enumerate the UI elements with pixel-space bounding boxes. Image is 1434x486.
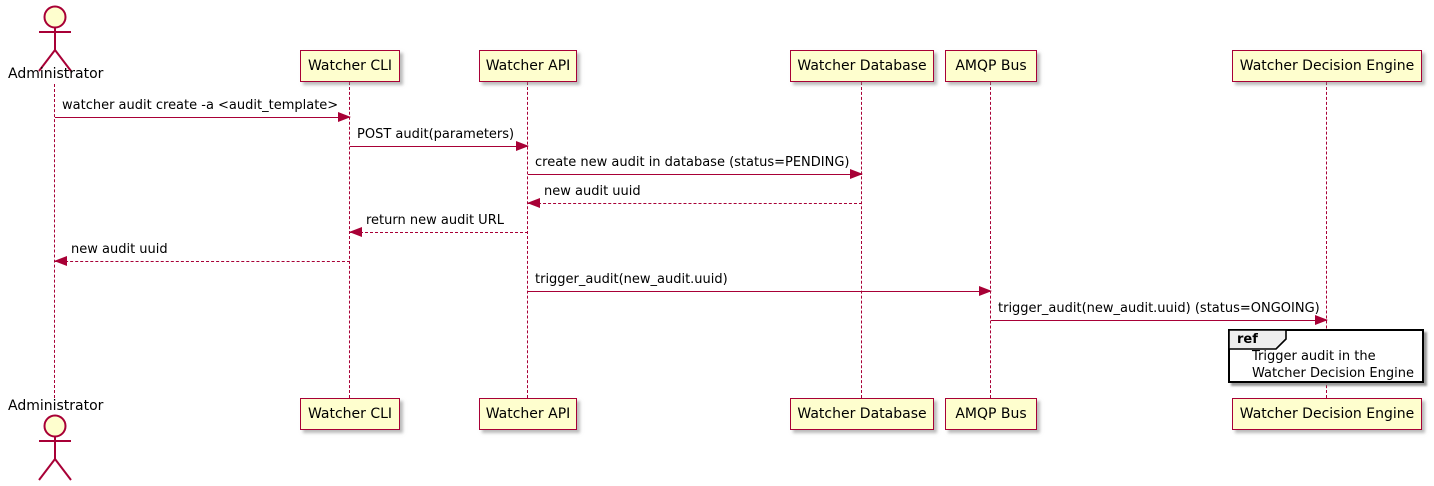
- message-new-audit-uuid-to-admin: new audit uuid: [54, 241, 350, 266]
- message-watcher-audit-create: watcher audit create -a <audit_template>: [55, 97, 351, 122]
- participant-label: Watcher API: [485, 406, 571, 422]
- arrowhead-right-icon: [338, 111, 351, 122]
- participant-label: Watcher Decision Engine: [1239, 406, 1415, 422]
- message-create-new-audit: create new audit in database (status=PEN…: [528, 154, 863, 179]
- message-post-audit: POST audit(parameters): [350, 126, 529, 151]
- lifeline-amqp-bus: [990, 82, 991, 398]
- ref-fragment: ref Trigger audit in the Watcher Decisio…: [1228, 329, 1424, 383]
- message-label: POST audit(parameters): [357, 127, 515, 142]
- message-label: create new audit in database (status=PEN…: [535, 155, 850, 170]
- arrowhead-left-icon: [54, 255, 67, 266]
- message-label: watcher audit create -a <audit_template>: [62, 98, 339, 113]
- arrowhead-right-icon: [850, 168, 863, 179]
- arrowhead-right-icon: [516, 140, 529, 151]
- arrowhead-left-icon: [349, 226, 362, 237]
- participant-label: AMQP Bus: [955, 406, 1027, 422]
- participant-label: AMQP Bus: [955, 58, 1027, 74]
- actor-label: Administrator: [8, 66, 104, 82]
- arrowhead-left-icon: [527, 197, 540, 208]
- participant-watcher-decision-engine-bottom: Watcher Decision Engine: [1232, 398, 1422, 430]
- participant-label: Watcher API: [485, 58, 571, 74]
- ref-keyword: ref: [1237, 332, 1258, 347]
- participant-amqp-bus-bottom: AMQP Bus: [945, 398, 1037, 430]
- lifeline-administrator: [54, 84, 55, 398]
- lifeline-watcher-database: [861, 82, 862, 398]
- message-label: return new audit URL: [366, 213, 504, 228]
- ref-label: Trigger audit in the Watcher Decision En…: [1252, 348, 1414, 382]
- participant-label: Watcher Decision Engine: [1239, 58, 1415, 74]
- lifeline-watcher-api: [527, 82, 528, 398]
- participant-watcher-cli-top: Watcher CLI: [300, 50, 400, 82]
- message-trigger-audit-ongoing: trigger_audit(new_audit.uuid) (status=ON…: [991, 300, 1328, 325]
- message-label: trigger_audit(new_audit.uuid): [535, 272, 728, 287]
- participant-label: Watcher CLI: [307, 406, 393, 422]
- participant-label: Watcher Database: [797, 58, 927, 74]
- participant-watcher-decision-engine-top: Watcher Decision Engine: [1232, 50, 1422, 82]
- participant-watcher-api-bottom: Watcher API: [479, 398, 577, 430]
- lifeline-watcher-cli: [349, 82, 350, 398]
- participant-watcher-database-bottom: Watcher Database: [790, 398, 934, 430]
- message-label: new audit uuid: [544, 184, 641, 199]
- ref-label-line-1: Trigger audit in the: [1252, 349, 1376, 364]
- ref-tab-icon: [1229, 330, 1287, 350]
- message-label: new audit uuid: [71, 242, 168, 257]
- participant-label: Watcher Database: [797, 406, 927, 422]
- arrowhead-right-icon: [979, 285, 992, 296]
- message-trigger-audit: trigger_audit(new_audit.uuid): [528, 271, 992, 296]
- participant-label: Watcher CLI: [307, 58, 393, 74]
- participant-amqp-bus-top: AMQP Bus: [945, 50, 1037, 82]
- participant-watcher-database-top: Watcher Database: [790, 50, 934, 82]
- message-new-audit-uuid-to-api: new audit uuid: [527, 183, 862, 208]
- arrowhead-right-icon: [1315, 314, 1328, 325]
- actor-icon-bottom: [38, 414, 72, 481]
- ref-label-line-2: Watcher Decision Engine: [1252, 366, 1414, 381]
- participant-watcher-api-top: Watcher API: [479, 50, 577, 82]
- participant-watcher-cli-bottom: Watcher CLI: [300, 398, 400, 430]
- lifeline-watcher-decision-engine: [1326, 82, 1327, 398]
- message-label: trigger_audit(new_audit.uuid) (status=ON…: [998, 301, 1320, 316]
- message-return-new-audit-url: return new audit URL: [349, 212, 528, 237]
- actor-icon: [38, 5, 72, 72]
- actor-label-bottom: Administrator: [8, 398, 104, 414]
